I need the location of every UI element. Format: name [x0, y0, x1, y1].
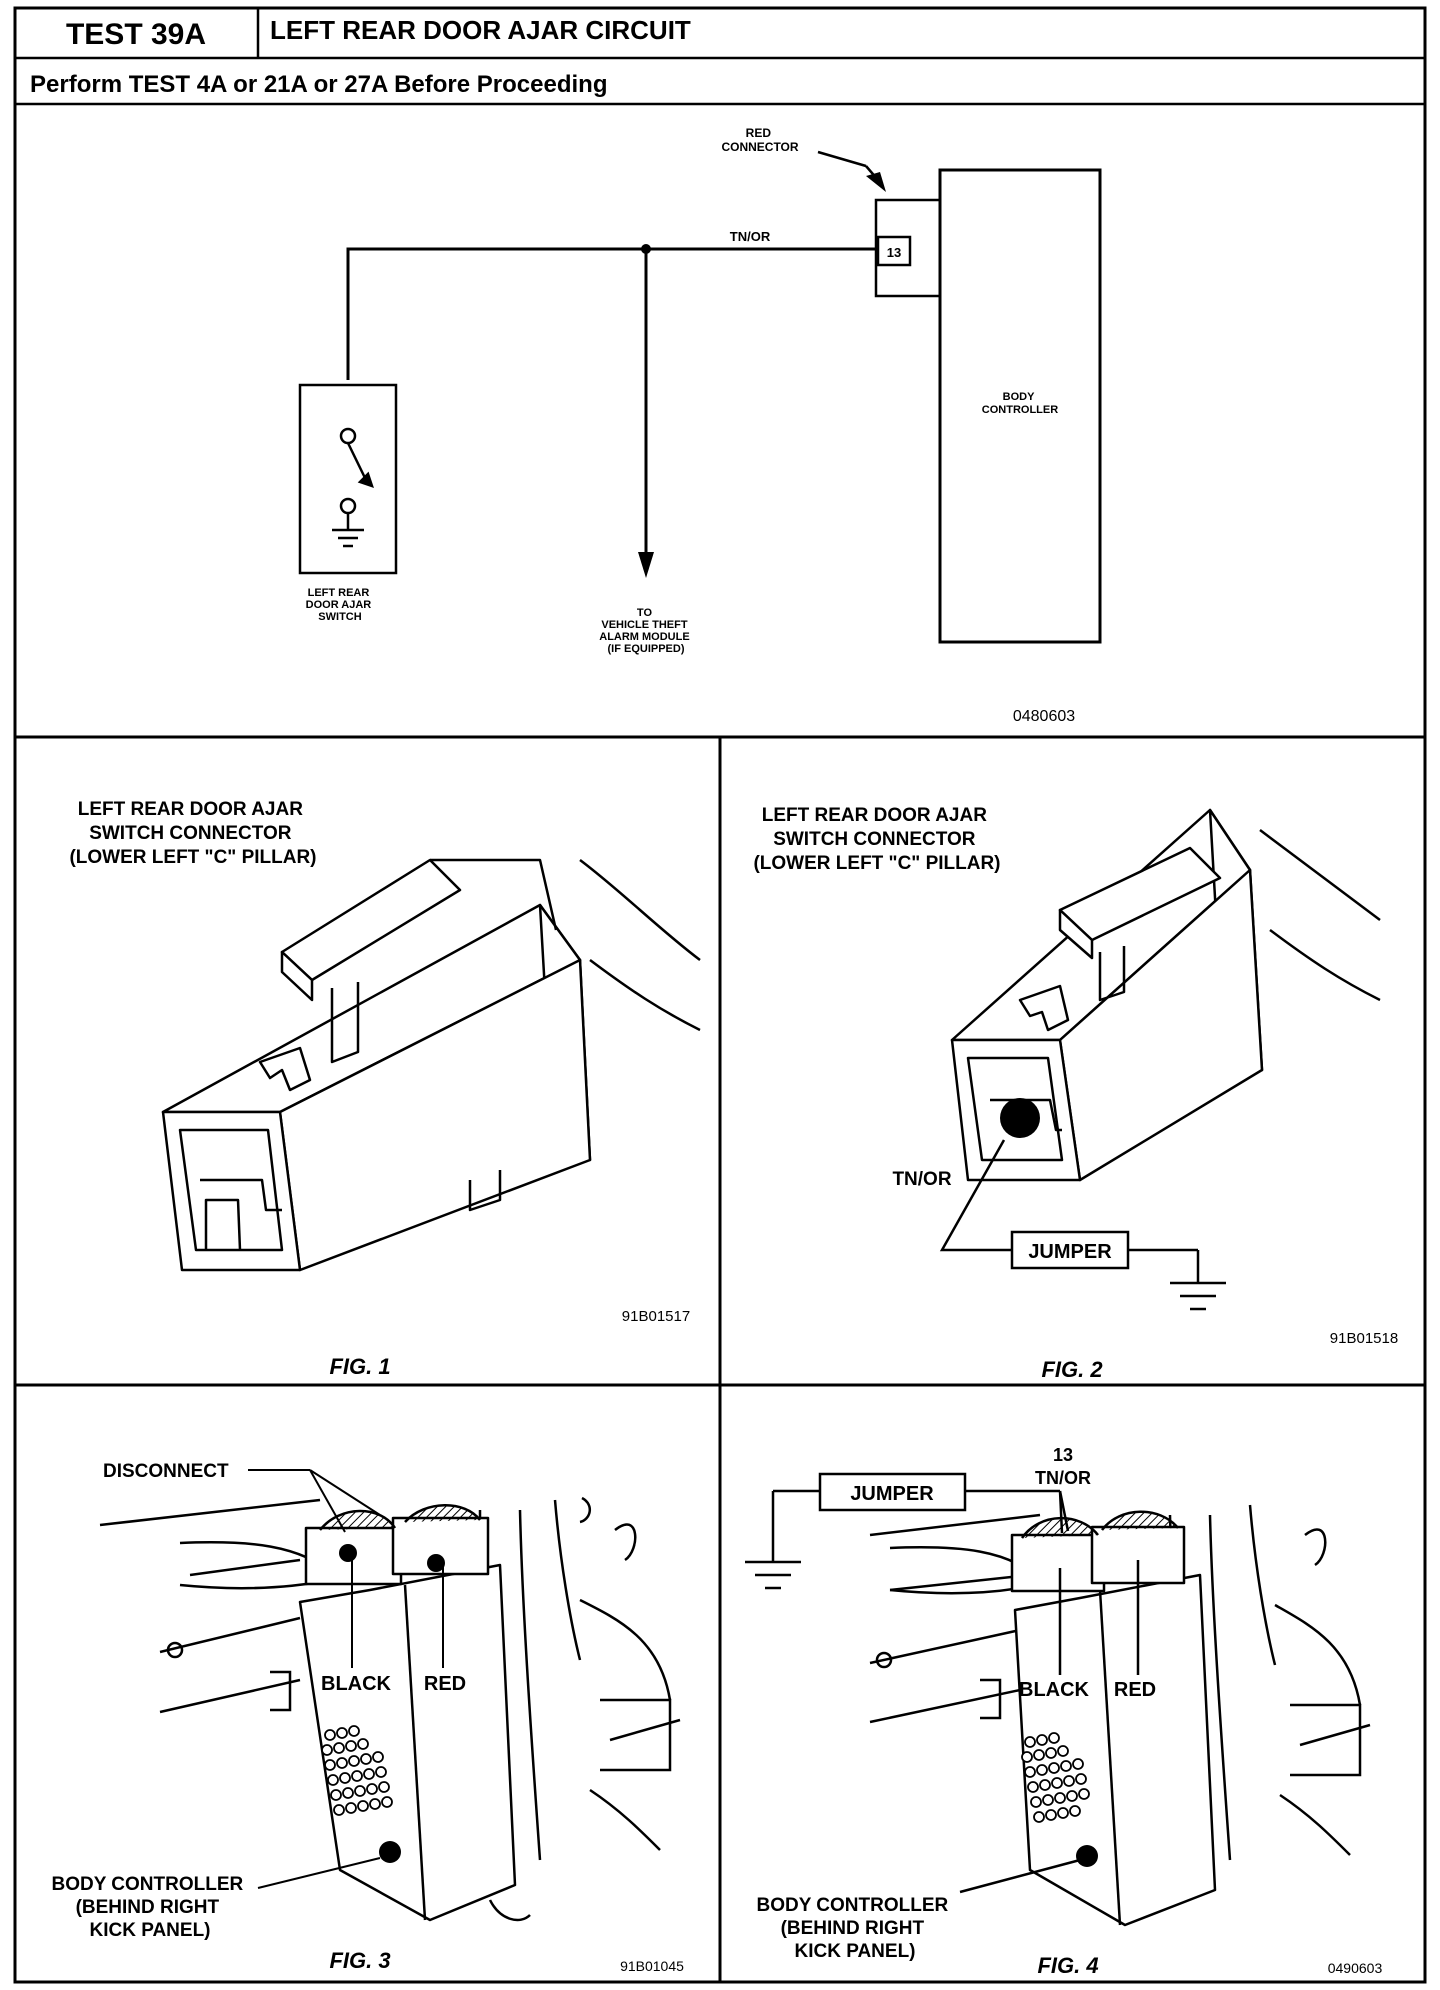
fig4-pin-label: 13	[1053, 1445, 1073, 1465]
fig3-body-controller	[298, 1504, 517, 1922]
fig1-code: 91B01517	[622, 1308, 690, 1325]
fig3-red-connector-dot	[427, 1554, 445, 1572]
fig4-module-dot	[1076, 1845, 1098, 1867]
fig1-caption: LEFT REAR DOOR AJAR SWITCH CONNECTOR (LO…	[69, 799, 316, 868]
fig2-terminal-dot	[1000, 1098, 1040, 1138]
tn-or-wire	[346, 247, 878, 560]
fig1-connector-drawing	[161, 858, 701, 1272]
wire-color-label: TN/OR	[730, 229, 771, 244]
fig2-caption: LEFT REAR DOOR AJAR SWITCH CONNECTOR (LO…	[753, 805, 1000, 874]
fig4-jumper-label: JUMPER	[850, 1483, 934, 1505]
fig3-body-controller-label: BODY CONTROLLER (BEHIND RIGHT KICK PANEL…	[51, 1874, 248, 1941]
page-title: LEFT REAR DOOR AJAR CIRCUIT	[270, 15, 691, 45]
fig3-label: FIG. 3	[329, 1948, 390, 1973]
fig2-code: 91B01518	[1330, 1330, 1398, 1347]
body-controller-label: BODY CONTROLLER	[982, 391, 1058, 416]
theft-module-label: TO VEHICLE THEFT ALARM MODULE (IF EQUIPP…	[599, 607, 693, 655]
fig4-panel: JUMPER 13 TN/OR BLACK RED BODY CONTROLLE…	[745, 1445, 1382, 1978]
fig1-label: FIG. 1	[329, 1354, 390, 1379]
fig4-vent-grid	[1021, 1732, 1090, 1823]
fig3-leader-lines	[248, 1469, 444, 1889]
fig2-panel: LEFT REAR DOOR AJAR SWITCH CONNECTOR (LO…	[753, 805, 1398, 1382]
red-connector-label: RED CONNECTOR	[721, 126, 798, 154]
fig4-label: FIG. 4	[1037, 1953, 1098, 1978]
fig4-body-controller-label: BODY CONTROLLER (BEHIND RIGHT KICK PANEL…	[756, 1895, 953, 1962]
theft-arrow-head	[638, 552, 654, 578]
fig4-red-label: RED	[1114, 1679, 1156, 1701]
fig3-disconnect-label: DISCONNECT	[103, 1461, 229, 1482]
connector-arrow	[817, 150, 886, 192]
fig1-panel: LEFT REAR DOOR AJAR SWITCH CONNECTOR (LO…	[69, 799, 701, 1379]
fig2-jumper-box	[1010, 1230, 1130, 1270]
fig2-label: FIG. 2	[1041, 1357, 1103, 1382]
fig2-wire-label: TN/OR	[892, 1169, 951, 1190]
schematic-code: 0480603	[1013, 708, 1075, 725]
fig2-jumper-wire	[939, 1139, 1226, 1311]
fig4-black-label: BLACK	[1019, 1679, 1090, 1701]
switch-symbol	[332, 427, 374, 548]
splice-dot	[641, 244, 651, 254]
fig4-wire-label: TN/OR	[1035, 1468, 1091, 1488]
fig4-body-controller	[1010, 1510, 1217, 1927]
fig3-code: 91B01045	[620, 1958, 684, 1974]
fig4-jumper-wire	[745, 1489, 1140, 1894]
fig3-vent-grid	[321, 1725, 393, 1816]
fig3-black-label: BLACK	[321, 1673, 392, 1695]
switch-box	[298, 383, 398, 575]
fig2-jumper-label: JUMPER	[1028, 1241, 1112, 1263]
fig3-black-connector-dot	[339, 1544, 357, 1562]
pin-13-box	[876, 235, 912, 267]
test-id: TEST 39A	[66, 18, 206, 51]
fig3-red-label: RED	[424, 1673, 466, 1695]
body-controller-box	[938, 168, 1102, 644]
fig3-module-dot	[379, 1841, 401, 1863]
prerequisite-note: Perform TEST 4A or 21A or 27A Before Pro…	[30, 71, 608, 98]
fig4-jumper-box	[818, 1472, 967, 1512]
switch-label: LEFT REAR DOOR AJAR SWITCH	[306, 587, 375, 623]
page-frame	[13, 6, 1427, 1984]
fig3-panel: DISCONNECT BLACK RED BODY CONTROLLER (BE…	[51, 1461, 684, 1974]
schematic: RED CONNECTOR 13 BODY CONTROLLER TN/OR	[298, 126, 1102, 725]
fig4-vehicle-structure	[869, 1504, 1371, 1861]
pin-13-label: 13	[887, 245, 901, 260]
fig4-code: 0490603	[1328, 1960, 1383, 1976]
